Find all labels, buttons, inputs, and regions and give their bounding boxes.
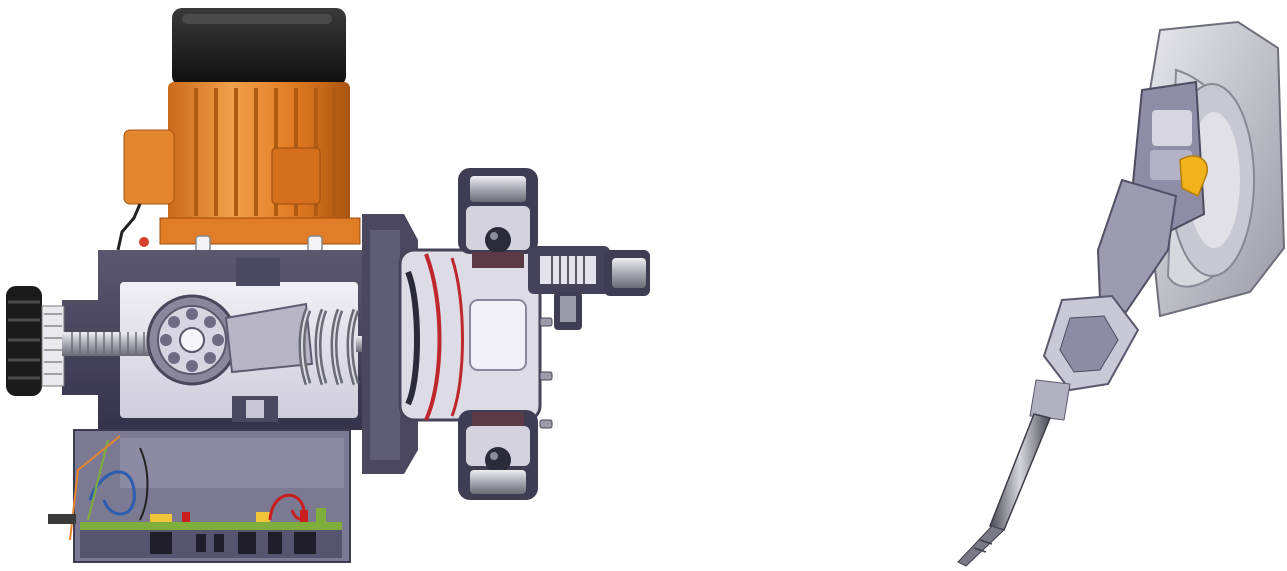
ball-valve-icon xyxy=(485,447,511,473)
control-electronics xyxy=(48,429,351,563)
wire-green xyxy=(87,439,109,521)
relief-valve xyxy=(528,246,650,330)
upper-valve-housing xyxy=(458,168,538,268)
adapter-sleeve xyxy=(1029,379,1071,421)
diaphragm-head-cutaway xyxy=(957,20,1286,567)
worm-gear xyxy=(146,294,238,386)
indicator-light xyxy=(139,237,149,247)
spindle-threads xyxy=(71,332,145,356)
seal-ring xyxy=(1179,155,1209,198)
plunger-rod xyxy=(989,413,1052,531)
gear-hub xyxy=(179,327,205,353)
circuit-board xyxy=(80,522,342,530)
metering-pump-cutaway xyxy=(6,8,650,563)
rod-tip xyxy=(957,525,1005,567)
motor-nameplate xyxy=(271,147,321,205)
wire-blue xyxy=(88,470,136,516)
diaphragm xyxy=(424,253,442,421)
motor-flange xyxy=(159,217,361,245)
connecting-rod xyxy=(224,302,314,374)
stroke-adjustment-knob xyxy=(6,286,65,396)
cable-gland xyxy=(48,514,76,524)
adjustment-spindle xyxy=(62,332,154,356)
ball-valve-icon xyxy=(485,227,511,253)
motor-cable xyxy=(116,203,142,251)
head-bolts xyxy=(539,317,553,429)
motor-cap-highlight xyxy=(182,14,332,24)
wire-red xyxy=(268,493,306,521)
rod-housing xyxy=(1096,178,1178,314)
motor-end-cap xyxy=(172,8,346,86)
upper-bearing-block xyxy=(236,258,280,286)
diaphragm-chamber xyxy=(398,248,542,422)
motor-terminal-box xyxy=(123,129,175,205)
wire-black xyxy=(139,447,149,521)
lower-valve-housing xyxy=(458,410,538,500)
electric-motor xyxy=(116,8,361,251)
